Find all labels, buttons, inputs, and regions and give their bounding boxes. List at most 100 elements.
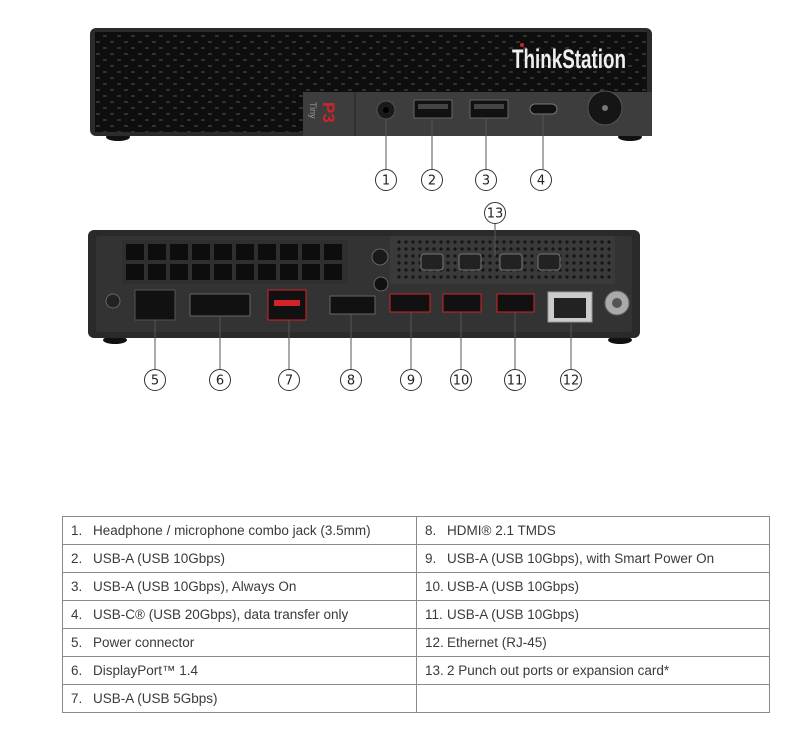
hdmi-port-icon bbox=[329, 295, 376, 315]
legend-label: Headphone / microphone combo jack (3.5mm… bbox=[93, 523, 371, 538]
vent-slot bbox=[324, 264, 342, 280]
callout-marker: 6 bbox=[209, 369, 231, 391]
table-row: 2. USB-A (USB 10Gbps) 9. USB-A (USB 10Gbps)… bbox=[62, 544, 770, 573]
legend-number: 3. bbox=[71, 579, 83, 594]
callout-number: 4 bbox=[537, 174, 545, 189]
legend-cell: 10.USB-A (USB 10Gbps) bbox=[416, 572, 770, 601]
table-row: 4. USB-C® (USB 20Gbps), data transfer onl… bbox=[62, 600, 770, 629]
legend-number: 7. bbox=[71, 691, 83, 706]
vent-slot bbox=[126, 244, 144, 260]
legend-cell: 13.2 Punch out ports or expansion card* bbox=[416, 656, 770, 685]
legend-number: 2. bbox=[71, 551, 83, 566]
front-view: ThinkStation P3 Tiny bbox=[90, 28, 652, 169]
product-diagram: ThinkStation P3 Tiny bbox=[88, 28, 652, 391]
callout-marker: 1 bbox=[375, 169, 397, 191]
callout-marker: 7 bbox=[278, 369, 300, 391]
callout-marker: 8 bbox=[340, 369, 362, 391]
legend-number: 9. bbox=[425, 551, 437, 566]
table-row: 7. USB-A (USB 5Gbps) bbox=[62, 684, 770, 713]
legend-number: 4. bbox=[71, 607, 83, 622]
legend-cell: 6. DisplayPort™ 1.4 bbox=[62, 656, 417, 685]
legend-cell: 9. USB-A (USB 10Gbps), with Smart Power O… bbox=[416, 544, 770, 573]
legend-cell: 7. USB-A (USB 5Gbps) bbox=[62, 684, 417, 713]
callout-number: 7 bbox=[285, 374, 293, 389]
callout-marker: 13 bbox=[484, 202, 506, 224]
legend-label: 2 Punch out ports or expansion card* bbox=[447, 663, 670, 678]
legend-label: USB-A (USB 10Gbps), with Smart Power On bbox=[447, 551, 715, 566]
legend-number: 11. bbox=[425, 607, 443, 622]
callout-marker: 9 bbox=[400, 369, 422, 391]
callout-number: 6 bbox=[216, 374, 224, 389]
callout-number: 1 bbox=[382, 174, 390, 189]
vent-slot bbox=[258, 244, 276, 260]
legend-label: USB-A (USB 10Gbps) bbox=[447, 607, 580, 622]
legend-number: 8. bbox=[425, 523, 437, 538]
usb-c-port-icon bbox=[529, 103, 558, 115]
vent-slot bbox=[280, 264, 298, 280]
vent-slot bbox=[280, 244, 298, 260]
legend-label: Ethernet (RJ-45) bbox=[447, 635, 547, 650]
displayport-icon bbox=[189, 293, 251, 317]
table-row: 6. DisplayPort™ 1.4 13.2 Punch out ports o… bbox=[62, 656, 770, 685]
legend-cell: 2. USB-A (USB 10Gbps) bbox=[62, 544, 417, 573]
port-legend-table: 1.Headphone / microphone combo jack (3.5… bbox=[62, 516, 770, 713]
legend-label: USB-A (USB 10Gbps) bbox=[93, 551, 226, 566]
legend-label: USB-C® (USB 20Gbps), data transfer only bbox=[93, 607, 349, 622]
callout-number: 5 bbox=[151, 374, 159, 389]
vent-slot bbox=[192, 244, 210, 260]
legend-label: USB-A (USB 10Gbps) bbox=[447, 579, 580, 594]
vent-slot bbox=[170, 264, 188, 280]
callout-number: 3 bbox=[482, 174, 490, 189]
legend-number: 6. bbox=[71, 663, 83, 678]
vent-slot bbox=[302, 244, 320, 260]
model-badge: P3 bbox=[319, 102, 338, 123]
table-row: 1.Headphone / microphone combo jack (3.5… bbox=[62, 516, 770, 545]
legend-number: 12. bbox=[425, 635, 444, 650]
vent-slot bbox=[324, 244, 342, 260]
callout-marker: 5 bbox=[144, 369, 166, 391]
legend-cell: 4. USB-C® (USB 20Gbps), data transfer onl… bbox=[62, 600, 417, 629]
legend-cell bbox=[416, 684, 770, 713]
vent-slot bbox=[214, 264, 232, 280]
vent-slot bbox=[170, 244, 188, 260]
vent-slot bbox=[302, 264, 320, 280]
vent-slot bbox=[214, 244, 232, 260]
callout-marker: 4 bbox=[530, 169, 552, 191]
legend-cell: 3. USB-A (USB 10Gbps), Always On bbox=[62, 572, 417, 601]
callout-number: 12 bbox=[563, 374, 580, 389]
vent-slot bbox=[192, 264, 210, 280]
vent-slot bbox=[148, 244, 166, 260]
callout-marker: 12 bbox=[560, 369, 582, 391]
legend-cell: 11. USB-A (USB 10Gbps) bbox=[416, 600, 770, 629]
thinkstation-logo: ThinkStation bbox=[512, 44, 626, 74]
vent-slot bbox=[236, 264, 254, 280]
callout-number: 13 bbox=[487, 207, 504, 222]
callout-marker: 10 bbox=[450, 369, 472, 391]
vent-slot bbox=[258, 264, 276, 280]
legend-cell: 8. HDMI® 2.1 TMDS bbox=[416, 516, 770, 545]
callout-number: 11 bbox=[507, 374, 524, 389]
legend-label: USB-A (USB 5Gbps) bbox=[93, 691, 218, 706]
callout-marker: 11 bbox=[504, 369, 526, 391]
vent-slot bbox=[148, 264, 166, 280]
callout-marker: 3 bbox=[475, 169, 497, 191]
model-sub-badge: Tiny bbox=[308, 102, 318, 119]
legend-label: DisplayPort™ 1.4 bbox=[93, 663, 199, 678]
usb-a-port-icon bbox=[442, 293, 482, 313]
callout-marker: 2 bbox=[421, 169, 443, 191]
callout-number: 8 bbox=[347, 374, 355, 389]
legend-cell: 12.Ethernet (RJ-45) bbox=[416, 628, 770, 657]
legend-label: HDMI® 2.1 TMDS bbox=[447, 523, 556, 538]
callout-number: 2 bbox=[428, 174, 436, 189]
usb-a-port-icon bbox=[496, 293, 535, 313]
legend-number: 10. bbox=[425, 579, 444, 594]
power-connector-icon bbox=[134, 289, 176, 321]
legend-cell: 5.Power connector bbox=[62, 628, 417, 657]
legend-label: USB-A (USB 10Gbps), Always On bbox=[93, 579, 297, 594]
vent-slot bbox=[126, 264, 144, 280]
table-row: 3. USB-A (USB 10Gbps), Always On 10.USB-A … bbox=[62, 572, 770, 601]
usb-a-port-icon bbox=[389, 293, 431, 313]
rear-view bbox=[88, 224, 640, 369]
legend-label: Power connector bbox=[93, 635, 195, 650]
